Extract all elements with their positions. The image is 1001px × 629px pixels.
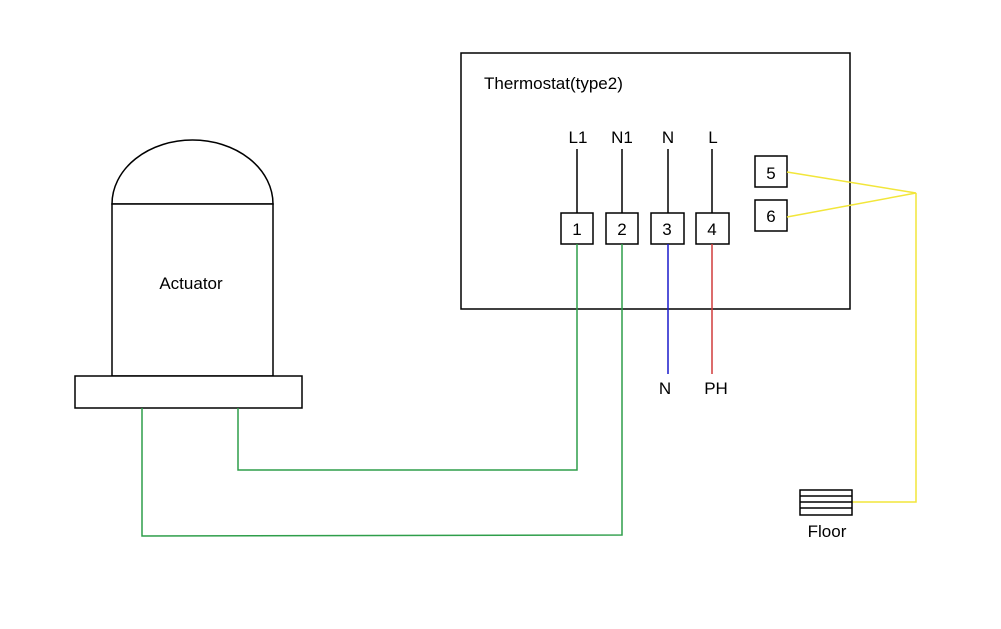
neutral-supply-label: N <box>659 379 671 398</box>
terminal-1-label: 1 <box>572 220 581 239</box>
terminal-6-label: 6 <box>766 207 775 226</box>
terminal-6 <box>754 199 788 232</box>
terminal-2 <box>605 212 639 245</box>
terminal-4-label: 4 <box>707 220 716 239</box>
label-n1: N1 <box>611 128 633 147</box>
terminal-4 <box>695 212 730 245</box>
thermostat-title: Thermostat(type2) <box>484 74 623 93</box>
terminal-3-label: 3 <box>662 220 671 239</box>
actuator-base <box>74 375 303 409</box>
label-l: L <box>708 128 717 147</box>
actuator-dome <box>111 139 274 205</box>
actuator-body <box>111 203 274 377</box>
terminal-5 <box>754 155 788 188</box>
actuator-wire-terminal-2 <box>141 244 623 537</box>
label-l1: L1 <box>569 128 588 147</box>
terminal-2-label: 2 <box>617 220 626 239</box>
actuator-label: Actuator <box>159 274 223 293</box>
floor-label: Floor <box>808 522 847 541</box>
terminal-5-label: 5 <box>766 164 775 183</box>
label-n: N <box>662 128 674 147</box>
sensor-wire-to-floor <box>852 193 917 503</box>
actuator-wire-terminal-1 <box>237 244 578 471</box>
phase-supply-label: PH <box>704 379 728 398</box>
